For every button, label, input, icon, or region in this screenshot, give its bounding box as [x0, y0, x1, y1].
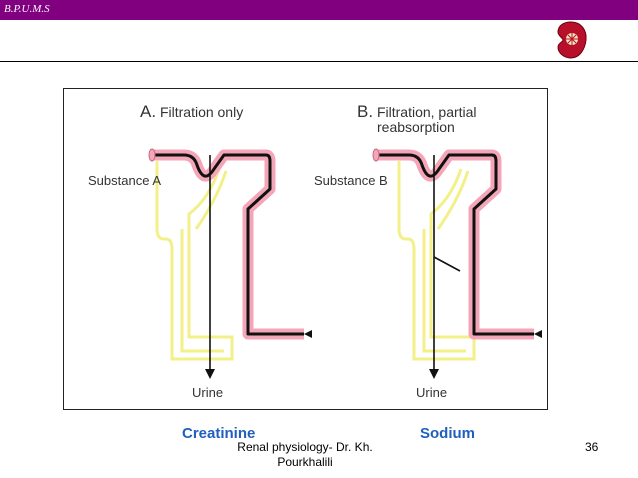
panel-a-nephron	[148, 148, 312, 379]
urine-a-label: Urine	[192, 385, 224, 400]
substance-a-label: Substance A	[88, 173, 161, 188]
panel-b-nephron	[372, 148, 542, 379]
footer-text: Renal physiology- Dr. Kh. Pourkhalili	[237, 440, 373, 469]
page-number: 36	[585, 440, 599, 454]
title-bar: B.P.U.M.S	[0, 0, 638, 20]
panel-b-title: B. Filtration, partial reabsorption	[357, 102, 477, 135]
brand-label: B.P.U.M.S	[4, 3, 50, 15]
header-rule	[0, 61, 638, 62]
kidney-logo-icon	[557, 21, 587, 59]
panel-a-title: A. Filtration only	[140, 102, 244, 121]
nephron-diagram: A. Filtration only Substance A Urine B. …	[63, 88, 548, 410]
substance-b-label: Substance B	[314, 173, 388, 188]
caption-sodium: Sodium	[420, 425, 475, 442]
urine-b-label: Urine	[416, 385, 448, 400]
caption-creatinine: Creatinine	[182, 425, 256, 442]
